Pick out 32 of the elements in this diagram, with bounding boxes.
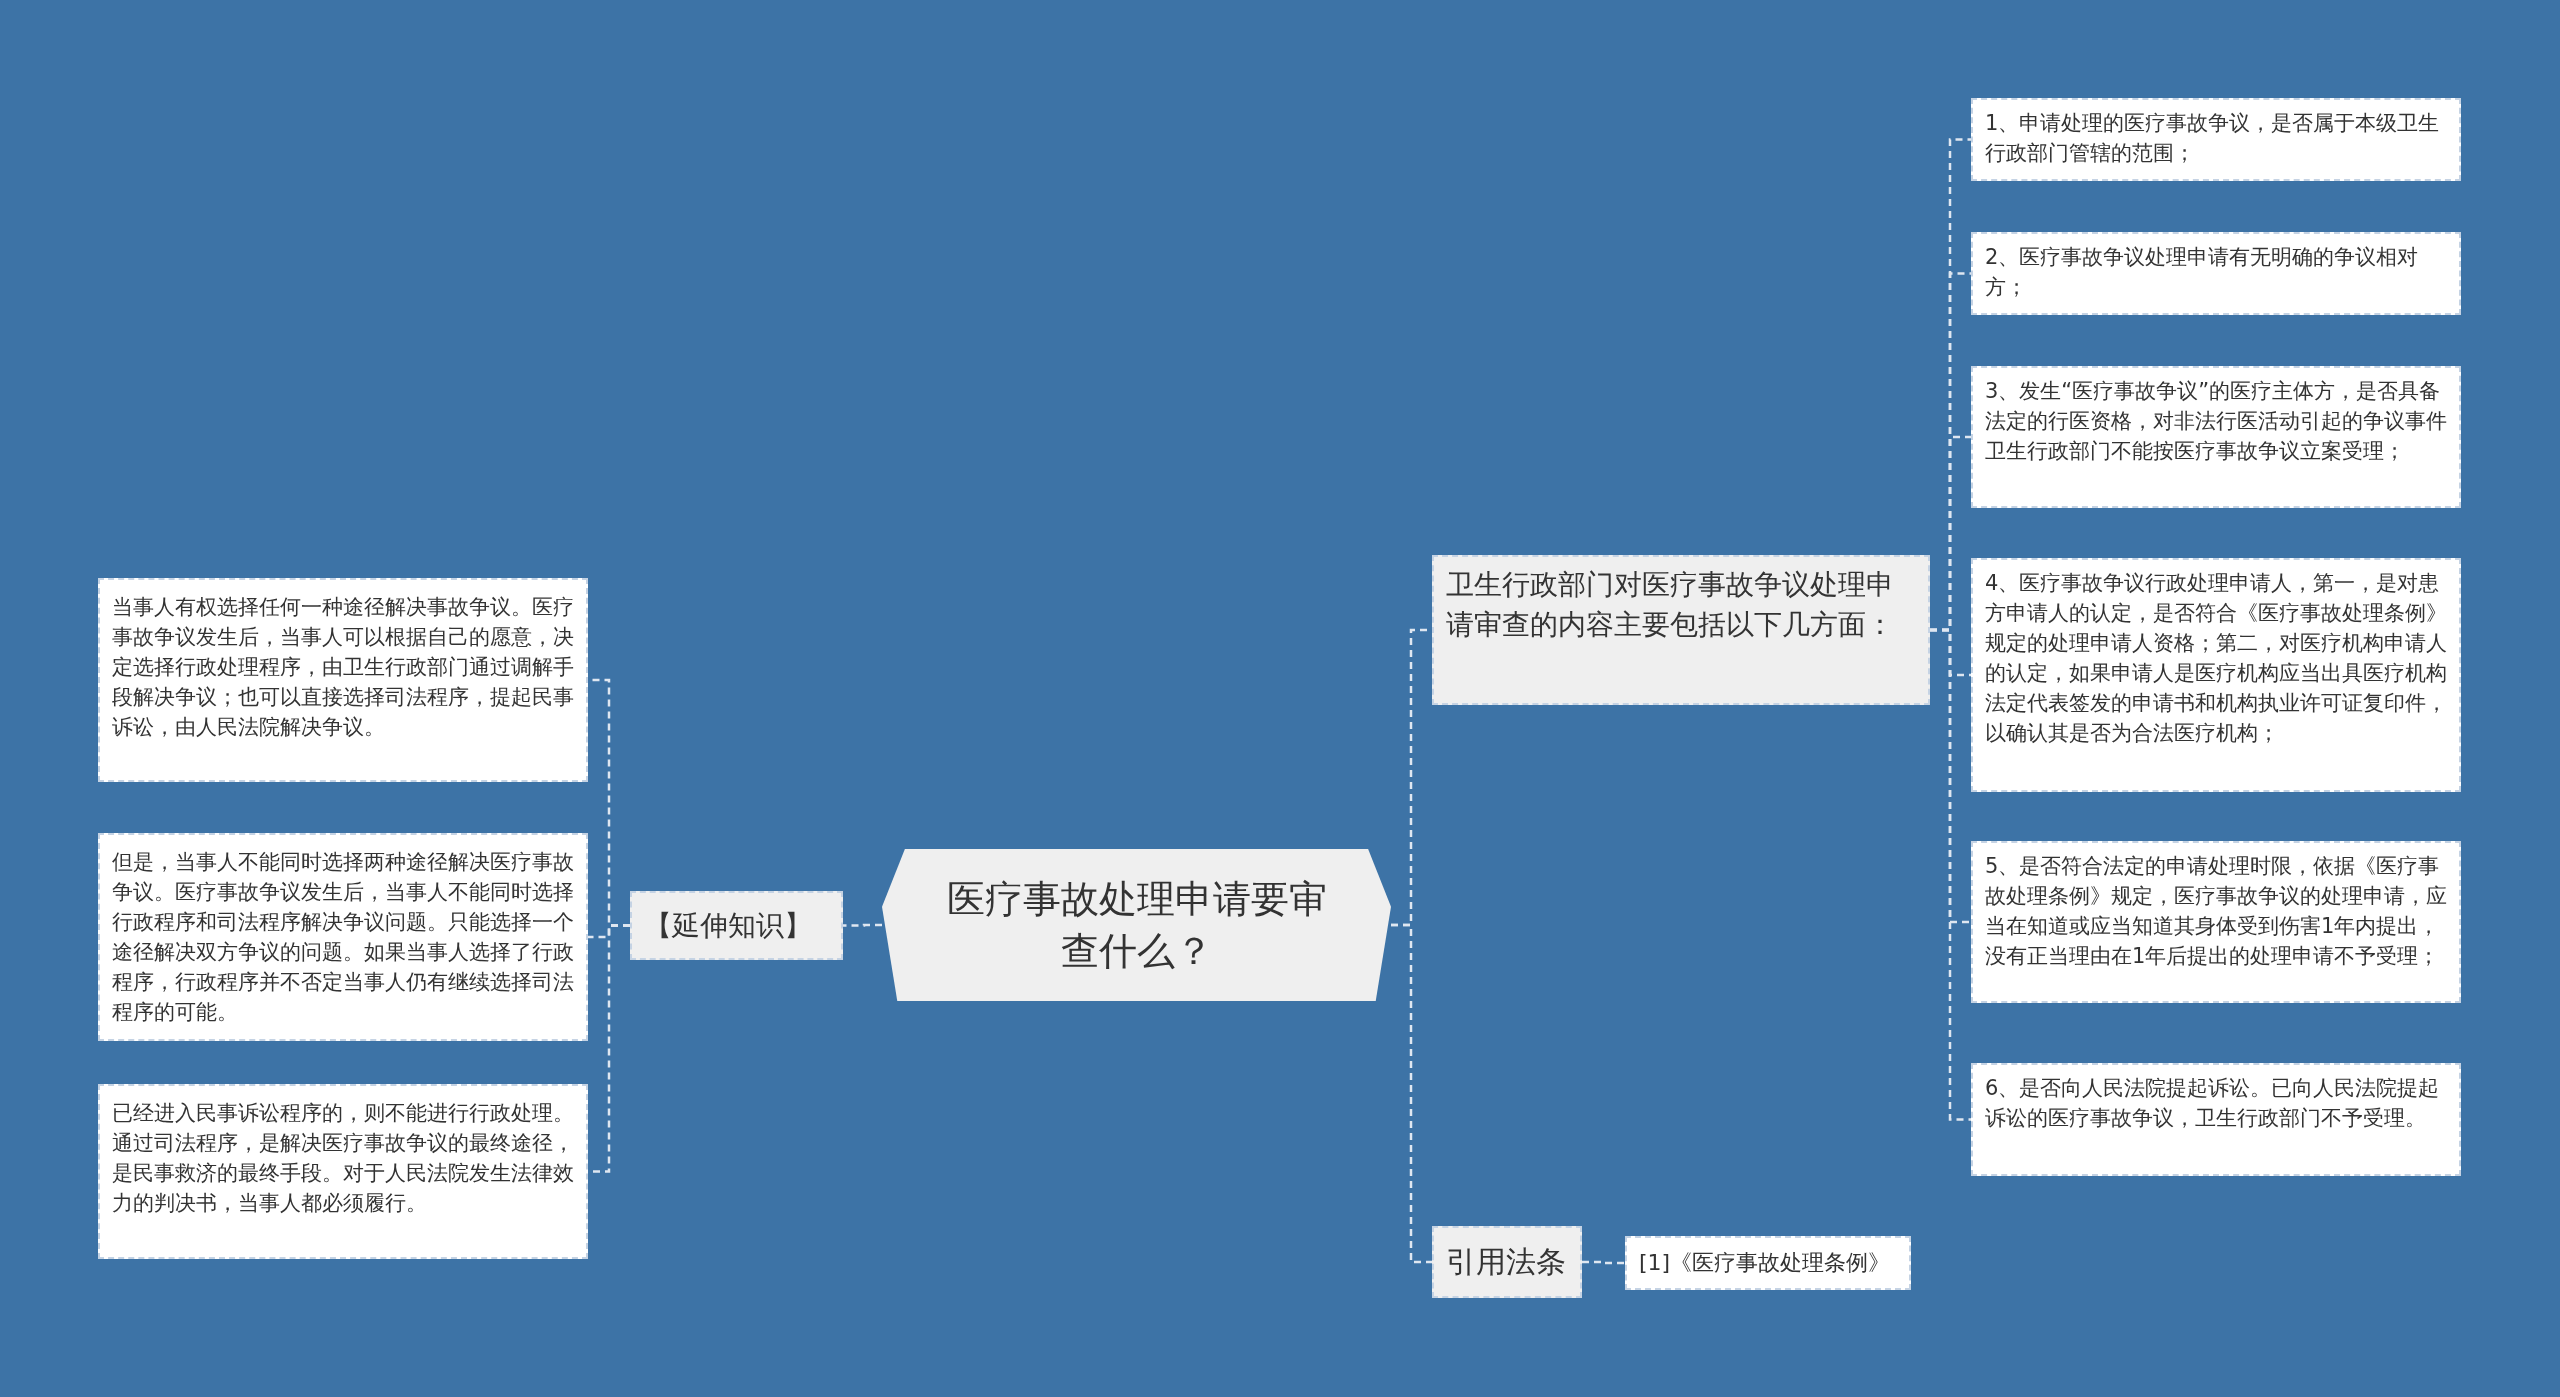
node-text: 已经进入民事诉讼程序的，则不能进行行政处理。通过司法程序，是解决医疗事故争议的最终途径，是民事救济的最终手段。对于人民法院发生法律效力的判决书，当事人都必须履行。 — [112, 1100, 574, 1217]
node-text: 1、申请处理的医疗事故争议，是否属于本级卫生行政部门管辖的范围； — [1985, 110, 2441, 167]
node-text: 4、医疗事故争议行政处理申请人，第一，是对患方申请人的认定，是否符合《医疗事故处理条例》规定的处理申请人资格；第二，对医疗机构申请人的认定，如果申请人是医疗机构应当出具医疗机构法定代表签发的申请书和机构执业许可证复印件，以确认其是否为合法医疗机构； — [1985, 570, 2447, 747]
topic-hexagon — [882, 849, 1391, 1001]
node-text: 引用法条 — [1446, 1243, 1567, 1281]
connector-line — [1582, 1260, 1625, 1265]
note-box — [98, 578, 588, 782]
item-box — [1971, 558, 2461, 792]
connector-line — [1391, 923, 1432, 1264]
node-text: 卫生行政部门对医疗事故争议处理申请审查的内容主要包括以下几方面： — [1446, 567, 1895, 643]
node-text: 6、是否向人民法院提起诉讼。已向人民法院提起诉讼的医疗事故争议，卫生行政部门不予受理。 — [1985, 1075, 2441, 1132]
topic-text: 医疗事故处理申请要审查什么？ — [946, 876, 1327, 975]
note-box — [98, 1084, 588, 1259]
branch-box — [630, 891, 843, 960]
node-text: 3、发生“医疗事故争议”的医疗主体方，是否具备法定的行医资格，对非法行医活动引起的争议事件卫生行政部门不能按医疗事故争议立案受理； — [1985, 378, 2447, 465]
branch-box — [1432, 1226, 1582, 1298]
branch-box — [1432, 555, 1930, 705]
node-text: 5、是否符合法定的申请处理时限，依据《医疗事故处理条例》规定，医疗事故争议的处理申请，应当在知道或应当知道其身体受到伤害1年内提出，没有正当理由在1年后提出的处理申请不予受理； — [1985, 853, 2447, 970]
item-box — [1971, 1063, 2461, 1176]
node-text: 当事人有权选择任何一种途径解决事故争议。医疗事故争议发生后，当事人可以根据自己的愿意，决定选择行政处理程序，由卫生行政部门通过调解手段解决争议；也可以直接选择司法程序，提起民事诉讼，由人民法院解决争议。 — [112, 594, 574, 741]
reference-box — [1625, 1236, 1911, 1290]
node-text: 但是，当事人不能同时选择两种途径解决医疗事故争议。医疗事故争议发生后，当事人不能同时选择行政程序和司法程序解决争议问题。只能选择一个途径解决双方争议的问题。如果当事人选择了行政程序，行政程序并不否定当事人仍有继续选择司法程序的可能。 — [112, 849, 574, 1026]
node-text: 2、医疗事故争议处理申请有无明确的争议相对方； — [1985, 244, 2420, 301]
connector-line — [1930, 628, 1971, 1121]
node-text: [1]《医疗事故处理条例》 — [1639, 1249, 1892, 1277]
node-text: 【延伸知识】 — [644, 908, 813, 943]
item-box — [1971, 232, 2461, 315]
connector-line — [843, 923, 882, 927]
item-box — [1971, 366, 2461, 508]
item-box — [1971, 98, 2461, 181]
note-box — [98, 833, 588, 1041]
item-box — [1971, 841, 2461, 1003]
